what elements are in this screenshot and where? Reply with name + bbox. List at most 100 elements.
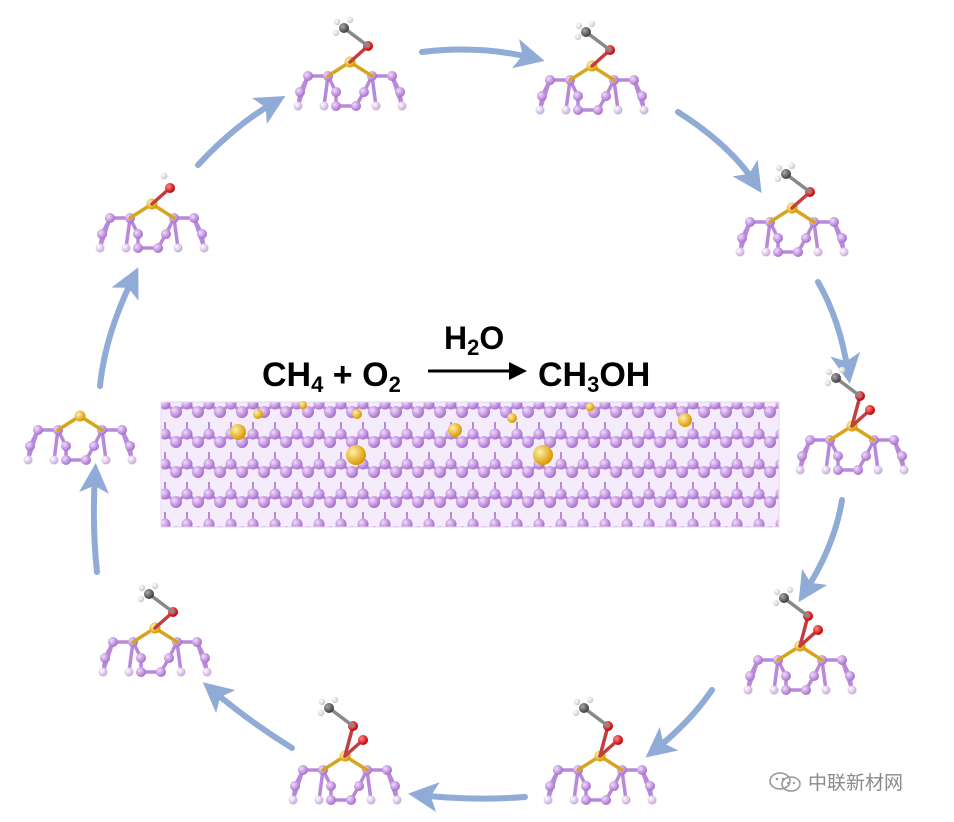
phosphorus-atom (861, 451, 871, 461)
phosphorus-atom (735, 247, 745, 257)
phosphorus-atom (101, 455, 111, 465)
phosphorus-atom (613, 105, 623, 115)
phosphorus-atom (295, 87, 305, 97)
arrow-1 (419, 39, 545, 69)
phosphorus-atom (645, 781, 655, 791)
hydrogen-atom (772, 599, 780, 607)
phosphorus-atom (889, 435, 899, 445)
phosphorus-atom (761, 247, 771, 257)
arrow-2 (675, 109, 762, 194)
hydrogen-atom (346, 16, 354, 24)
phosphorus-atom (156, 667, 166, 677)
phosphorus-atom (117, 425, 127, 435)
hydrogen-atom (774, 175, 782, 183)
reactants-label: CH4 + O2 (262, 356, 401, 397)
carbon-atom (831, 373, 841, 383)
phosphorus-atom (290, 781, 300, 791)
phosphorus-atom (637, 91, 647, 101)
watermark: 中联新材网 (768, 768, 903, 795)
phosphorus-atom (303, 71, 313, 81)
phosphorus-atom (745, 217, 755, 227)
phosphorus-atom (647, 795, 657, 805)
oxygen-atom (813, 625, 823, 635)
hydrogen-atom (317, 709, 325, 717)
phosphorus-atom (601, 91, 611, 101)
phosphorus-atom (839, 247, 849, 257)
phosphorus-atom (899, 465, 909, 475)
phosphorus-atom (629, 75, 639, 85)
phosphorus-atom (801, 233, 811, 243)
phosphorus-atom (176, 667, 186, 677)
phosphorus-atom (833, 451, 843, 461)
hydrogen-atom (160, 172, 168, 180)
phosphorus-atom (202, 667, 212, 677)
phosphorus-atom (397, 101, 407, 111)
phosphorus-atom (621, 795, 631, 805)
arrow-8 (78, 463, 109, 575)
phosphorus-atom (801, 685, 811, 695)
phosphorus-atom (127, 455, 137, 465)
molecule-peroxy-intermediate (795, 366, 909, 475)
hydrogen-atom (318, 698, 326, 706)
phosphorus-atom (545, 75, 555, 85)
phosphorus-atom (781, 685, 791, 695)
reaction-condition: H2O (444, 320, 505, 360)
hydrogen-atom (824, 379, 832, 387)
arrow-3 (815, 279, 861, 384)
phosphorus-atom (853, 465, 863, 475)
sulfur-atom (74, 410, 86, 422)
phosphorus-atom (769, 685, 779, 695)
phosphorus-atom (537, 91, 547, 101)
molecule-s-ch3o-gas (735, 162, 849, 257)
phosphorus-atom (331, 101, 341, 111)
phosphorus-atom (873, 465, 883, 475)
phosphorus-atom (200, 653, 210, 663)
phosphorus-atom (95, 243, 105, 253)
phosphorus-atom (813, 247, 823, 257)
surface-sulfur-atoms (230, 401, 692, 465)
molecule-s-oxo-methyl (543, 696, 657, 805)
phosphorus-atom (837, 655, 847, 665)
phosphorus-atom (535, 105, 545, 115)
phosphorus-atom (366, 795, 376, 805)
phosphorus-atom (25, 441, 35, 451)
phosphorus-atom (173, 243, 183, 253)
carbon-atom (579, 703, 589, 713)
phosphorus-atom (293, 101, 303, 111)
molecule-s-methyl-oxygen (535, 20, 649, 115)
phosphorus-atom (33, 425, 43, 435)
hydrogen-atom (788, 162, 796, 170)
phosphorus-atom (133, 229, 143, 239)
phosphorus-atom (581, 795, 591, 805)
phosphorus-atom (637, 765, 647, 775)
oxygen-atom (358, 735, 368, 745)
phosphorus-atom (387, 71, 397, 81)
phosphorus-atom (189, 213, 199, 223)
phosphorus-atom (773, 233, 783, 243)
carbon-atom (581, 27, 591, 37)
phosphorus-atom (351, 101, 361, 111)
phosphorus-atom (797, 451, 807, 461)
phosphorus-atom (121, 243, 131, 253)
phosphorus-atom (61, 441, 71, 451)
phosphorus-atom (593, 105, 603, 115)
phosphorus-atom (829, 217, 839, 227)
phosphorus-atom (845, 671, 855, 681)
carbon-atom (324, 703, 334, 713)
phosphorus-atom (821, 465, 831, 475)
hydrogen-atom (574, 33, 582, 41)
phosphorus-atom (97, 229, 107, 239)
phosphorus-atom (809, 671, 819, 681)
phosphorus-atom (553, 765, 563, 775)
molecule-methanol-release (98, 582, 212, 677)
hydrogen-atom (786, 586, 794, 594)
hydrogen-atom (773, 588, 781, 596)
phosphorus-atom (124, 667, 134, 677)
phosphorus-atom (753, 655, 763, 665)
hydrogen-atom (151, 582, 159, 590)
arrow-6 (408, 782, 528, 813)
phosphorus-atom (639, 105, 649, 115)
carbon-atom (339, 23, 349, 33)
arrow-7 (202, 682, 295, 751)
